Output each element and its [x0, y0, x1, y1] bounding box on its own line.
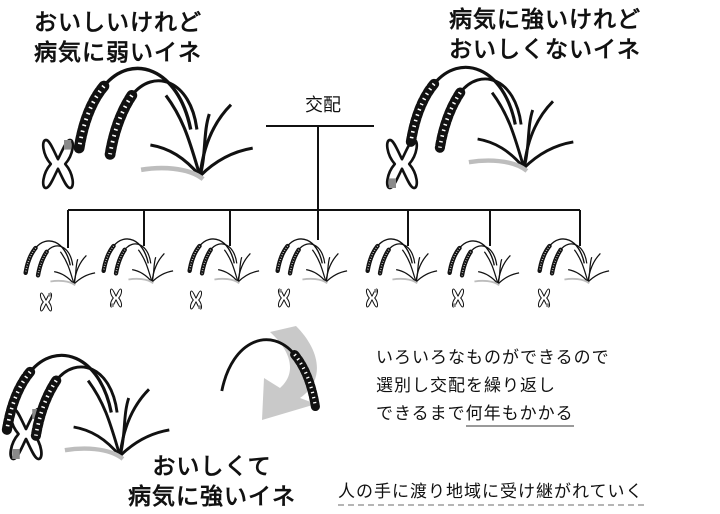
result-title-line1: おいしくて [152, 454, 272, 480]
bottom-note: 人の手に渡り地域に受け継がれていく [338, 478, 713, 506]
parent-right-chromosome-icon [385, 138, 419, 190]
offspring-rice-plant-icon [190, 239, 259, 283]
process-note-line1: いろいろなものができるので [376, 348, 610, 368]
offspring-rice-plant-icon [104, 239, 173, 283]
parent-left-rice-plant-icon [79, 68, 253, 179]
curved-arrow-icon [262, 326, 317, 420]
bottom-note-text: 人の手に渡り地域に受け継がれていく [338, 482, 644, 506]
offspring-chromosome-icon [189, 290, 203, 310]
parent-left-chromosome-icon [41, 138, 75, 190]
cross-connector [67, 125, 581, 248]
offspring-chromosome-icon [451, 288, 465, 308]
offspring-rice-plant-icon [368, 239, 437, 283]
offspring-rice-plant-icon [540, 239, 609, 283]
process-note-line3: できるまで何年もかかる [376, 400, 706, 428]
offspring-row [26, 239, 609, 312]
result-title-line2: 病気に強いイネ [128, 484, 296, 510]
parent-left-title-line1: おいしいけれど [34, 10, 202, 36]
parent-right-rice-plant-icon [411, 67, 573, 171]
parent-left-title-line2: 病気に弱いイネ [34, 40, 202, 66]
cross-label: 交配 [305, 95, 341, 116]
result-title: おいしくて 病気に強いイネ [112, 452, 312, 512]
process-note-line3-prefix: できるまで [376, 404, 466, 424]
process-note-line3-underlined: 何年もかかる [465, 404, 574, 427]
offspring-chromosome-icon [109, 288, 123, 308]
offspring-rice-plant-icon [26, 241, 95, 285]
parent-right-title: 病気に強いけれど おいしくないイネ [425, 5, 665, 65]
parent-right-title-line1: 病気に強いけれど [449, 7, 641, 33]
result-rice-plant-icon [220, 338, 320, 412]
parent-right-title-line2: おいしくないイネ [449, 37, 641, 63]
parent-left-title: おいしいけれど 病気に弱いイネ [18, 8, 218, 68]
offspring-rice-plant-icon [450, 241, 519, 285]
offspring-chromosome-icon [277, 288, 291, 308]
offspring-chromosome-icon [365, 288, 379, 308]
offspring-rice-plant-icon [278, 239, 347, 283]
process-note: いろいろなものができるので 選別し交配を繰り返し できるまで何年もかかる [376, 344, 706, 428]
process-note-line2: 選別し交配を繰り返し [376, 376, 556, 396]
offspring-chromosome-icon [39, 292, 53, 312]
offspring-chromosome-icon [537, 288, 551, 308]
